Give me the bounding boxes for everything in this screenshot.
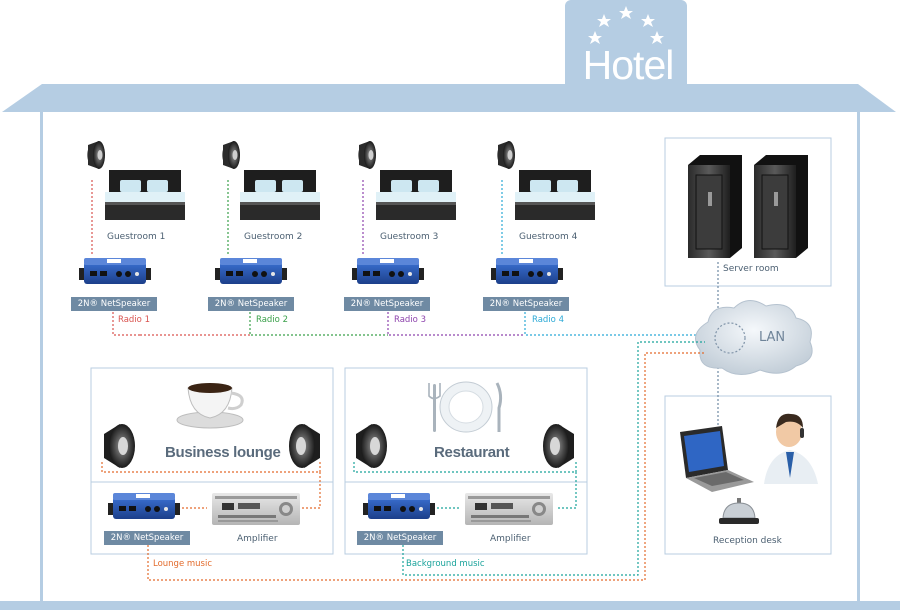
hotel-sign — [565, 0, 687, 92]
guestroom-2 — [215, 141, 320, 284]
bed-icon — [376, 170, 456, 220]
stars-icon — [588, 6, 664, 44]
reception-label: Reception desk — [713, 536, 782, 546]
coffee-cup-icon — [176, 383, 244, 429]
restaurant-amplifier-label: Amplifier — [490, 534, 531, 544]
guestroom-label: Guestroom 2 — [244, 232, 303, 242]
ceiling-speaker-icon — [222, 141, 240, 169]
bed-icon — [240, 170, 320, 220]
plate-icon — [428, 381, 503, 433]
restaurant-netspeaker-label: 2N® NetSpeaker — [357, 531, 443, 545]
hotel-title: Hotel — [582, 42, 675, 88]
laptop-icon — [680, 426, 754, 492]
lan-label: LAN — [759, 330, 786, 345]
guestroom-label: Guestroom 1 — [107, 232, 166, 242]
bed-icon — [515, 170, 595, 220]
netspeaker-device-icon — [215, 258, 287, 284]
restaurant-amplifier-icon — [465, 493, 553, 525]
left-wall — [40, 112, 43, 610]
ceiling-speaker-icon — [87, 141, 105, 169]
background-music-label: Background music — [406, 559, 485, 569]
lounge-amplifier-label: Amplifier — [237, 534, 278, 544]
guestroom-label: Guestroom 3 — [380, 232, 439, 242]
ceiling-speaker-icon — [497, 141, 515, 169]
floor — [0, 601, 900, 610]
netspeaker-device-icon — [491, 258, 563, 284]
restaurant-netspeaker-icon — [363, 493, 435, 519]
netspeaker-label: 2N® NetSpeaker — [344, 297, 430, 311]
server-room-label: Server room — [723, 264, 779, 274]
radio-label: Radio 2 — [256, 315, 288, 325]
guestroom-label: Guestroom 4 — [519, 232, 578, 242]
guestroom-4 — [491, 141, 595, 284]
lounge-netspeaker-label: 2N® NetSpeaker — [104, 531, 190, 545]
lounge-music-label: Lounge music — [153, 559, 213, 569]
radio-label: Radio 4 — [532, 315, 564, 325]
netspeaker-device-icon — [79, 258, 151, 284]
radio-label: Radio 1 — [118, 315, 150, 325]
netspeaker-label: 2N® NetSpeaker — [483, 297, 569, 311]
roof — [2, 84, 896, 112]
netspeaker-device-icon — [352, 258, 424, 284]
bed-icon — [105, 170, 185, 220]
lounge-connections — [101, 352, 705, 581]
guestroom-3 — [352, 141, 456, 284]
radio-label: Radio 3 — [394, 315, 426, 325]
guestroom-1 — [79, 141, 185, 284]
lounge-amplifier-icon — [212, 493, 300, 525]
lounge-title: Business lounge — [165, 444, 281, 461]
lounge-netspeaker-icon — [108, 493, 180, 519]
restaurant-connections — [353, 341, 705, 576]
netspeaker-label: 2N® NetSpeaker — [208, 297, 294, 311]
lan-cloud-icon — [695, 300, 813, 375]
reception-bell-icon — [719, 498, 759, 524]
server-rack-icon — [688, 155, 742, 258]
restaurant-title: Restaurant — [434, 444, 510, 461]
ceiling-speaker-icon — [358, 141, 376, 169]
guestroom-connections — [91, 180, 715, 336]
netspeaker-label: 2N® NetSpeaker — [71, 297, 157, 311]
receptionist-icon — [764, 413, 818, 484]
right-wall — [857, 112, 860, 610]
server-rack-icon — [754, 155, 808, 258]
